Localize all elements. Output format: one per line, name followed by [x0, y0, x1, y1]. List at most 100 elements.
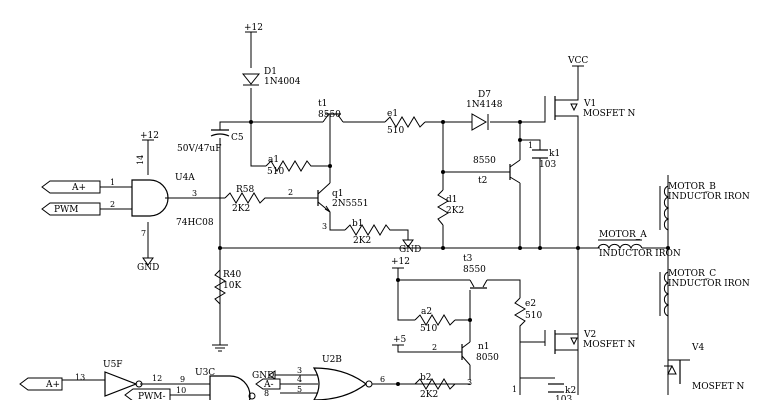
svg-text:b1: b1	[352, 219, 364, 229]
and-gate-u3c: U3C 9 10 8	[176, 368, 269, 400]
svg-text:INDUCTOR IRON: INDUCTOR IRON	[668, 279, 750, 289]
svg-text:INDUCTOR IRON: INDUCTOR IRON	[599, 249, 681, 259]
svg-text:1: 1	[110, 178, 115, 187]
or-gate-u2b: U2B 3 4 5 6	[297, 355, 385, 400]
svg-text:INDUCTOR IRON: INDUCTOR IRON	[668, 192, 750, 202]
svg-text:2K2: 2K2	[353, 236, 371, 246]
svg-text:2: 2	[432, 343, 437, 352]
svg-text:8550: 8550	[473, 156, 496, 166]
svg-text:U2B: U2B	[322, 355, 342, 365]
svg-text:8550: 8550	[463, 265, 486, 275]
svg-text:GND: GND	[399, 245, 421, 255]
capacitor-k1: k1 103 1	[528, 141, 560, 170]
transistor-t3: t3 8550	[463, 254, 488, 289]
svg-text:10K: 10K	[223, 281, 241, 291]
wires	[62, 32, 690, 396]
svg-text:U3C: U3C	[195, 368, 215, 378]
svg-text:2K2: 2K2	[232, 204, 250, 214]
diode-d1: D1 1N4004	[241, 67, 301, 87]
resistor-e1: e1 510	[384, 109, 426, 136]
svg-text:d1: d1	[446, 195, 458, 205]
svg-text:V2: V2	[583, 330, 596, 340]
svg-text:+12: +12	[391, 257, 410, 267]
gnd-symbol-b1: GND	[399, 239, 421, 255]
svg-text:13: 13	[75, 373, 85, 382]
svg-text:GND: GND	[252, 371, 274, 381]
svg-text:50V/47uF: 50V/47uF	[177, 144, 221, 154]
resistor-d1r: d1 2K2	[437, 189, 464, 226]
svg-text:5: 5	[297, 385, 302, 394]
power-plus5: +5	[392, 335, 407, 346]
svg-text:b2: b2	[420, 373, 432, 383]
transistor-t2: 8550 t2	[473, 156, 521, 186]
svg-text:GND: GND	[137, 263, 159, 273]
svg-text:103: 103	[539, 160, 556, 170]
svg-text:A+: A+	[45, 380, 60, 390]
svg-text:PWM: PWM	[54, 205, 79, 215]
port-pwm-u4: PWM	[41, 202, 101, 216]
and-gate-u4a: U4A 74HC08 14 1 2 3 7	[110, 155, 214, 238]
buffer-u5f: U5F 13 12	[75, 360, 162, 397]
svg-text:A-: A-	[263, 380, 274, 390]
svg-text:2K2: 2K2	[420, 390, 438, 400]
svg-text:10: 10	[176, 386, 186, 395]
resistor-b2: b2 2K2	[414, 373, 456, 400]
diode-d7: D7 1N4148	[466, 90, 503, 131]
svg-text:MOSFET N: MOSFET N	[583, 340, 635, 350]
power-plus12-mid: +12	[391, 257, 410, 269]
svg-text:2: 2	[288, 188, 293, 197]
svg-text:4: 4	[297, 375, 302, 384]
transistor-n1: n1 8050 2 3	[432, 341, 499, 387]
mosfet-v4: V4 MOSFET N	[664, 343, 744, 392]
svg-text:+5: +5	[393, 335, 407, 345]
svg-text:U4A: U4A	[175, 173, 195, 183]
svg-text:510: 510	[420, 324, 437, 334]
power-vcc: VCC	[567, 56, 588, 67]
svg-text:9: 9	[180, 375, 185, 384]
svg-text:VCC: VCC	[567, 56, 588, 66]
transistor-t1: t1 8550	[318, 99, 344, 130]
resistor-a1: a1 510	[265, 155, 316, 177]
svg-text:1: 1	[512, 385, 517, 394]
svg-text:R40: R40	[223, 270, 242, 280]
svg-text:8550: 8550	[318, 110, 341, 120]
power-plus12-u4: +12	[140, 131, 159, 141]
inductor-motor-b: MOTOR_B INDUCTOR IRON	[659, 182, 750, 231]
svg-text:8050: 8050	[476, 353, 499, 363]
svg-text:V4: V4	[691, 343, 704, 353]
mosfet-v2: V2 MOSFET N	[544, 330, 635, 354]
inductor-motor-a: MOTOR_A INDUCTOR IRON	[597, 230, 681, 259]
resistor-r58: R58 2K2 2	[224, 185, 293, 214]
svg-text:510: 510	[525, 311, 542, 321]
svg-text:t3: t3	[463, 254, 473, 264]
gnd-symbol-u3: GND	[252, 370, 276, 381]
resistor-e2: e2 510	[514, 297, 542, 330]
capacitor-c5: C5 50V/47uF	[177, 129, 244, 154]
gnd-symbol-r40	[212, 344, 228, 352]
svg-text:V1: V1	[583, 99, 596, 109]
svg-text:8: 8	[264, 389, 269, 398]
power-plus12-top: +12	[244, 23, 263, 33]
svg-text:MOSFET N: MOSFET N	[583, 109, 635, 119]
mosfet-v1: V1 MOSFET N	[544, 96, 635, 120]
svg-text:2K2: 2K2	[446, 206, 464, 216]
svg-text:n1: n1	[478, 342, 490, 352]
svg-text:6: 6	[380, 375, 385, 384]
svg-text:74HC08: 74HC08	[176, 218, 214, 228]
svg-text:U5F: U5F	[103, 360, 123, 370]
svg-text:3: 3	[297, 366, 302, 375]
resistor-r40: R40 10K	[214, 269, 242, 345]
gnd-symbol-u4: GND	[137, 257, 159, 273]
svg-text:3: 3	[192, 189, 197, 198]
capacitor-k2: k2 103 1	[512, 383, 576, 400]
port-a-plus-u4: A+	[41, 180, 101, 194]
svg-text:103: 103	[555, 395, 572, 400]
svg-text:q1: q1	[332, 189, 344, 199]
svg-text:1N4004: 1N4004	[264, 77, 301, 87]
svg-text:C5: C5	[231, 133, 244, 143]
svg-text:MOTOR_B: MOTOR_B	[668, 182, 716, 192]
inductor-motor-c: MOTOR_C INDUCTOR IRON	[659, 269, 750, 317]
svg-text:MOTOR_A: MOTOR_A	[599, 230, 647, 240]
svg-text:e1: e1	[387, 109, 398, 119]
